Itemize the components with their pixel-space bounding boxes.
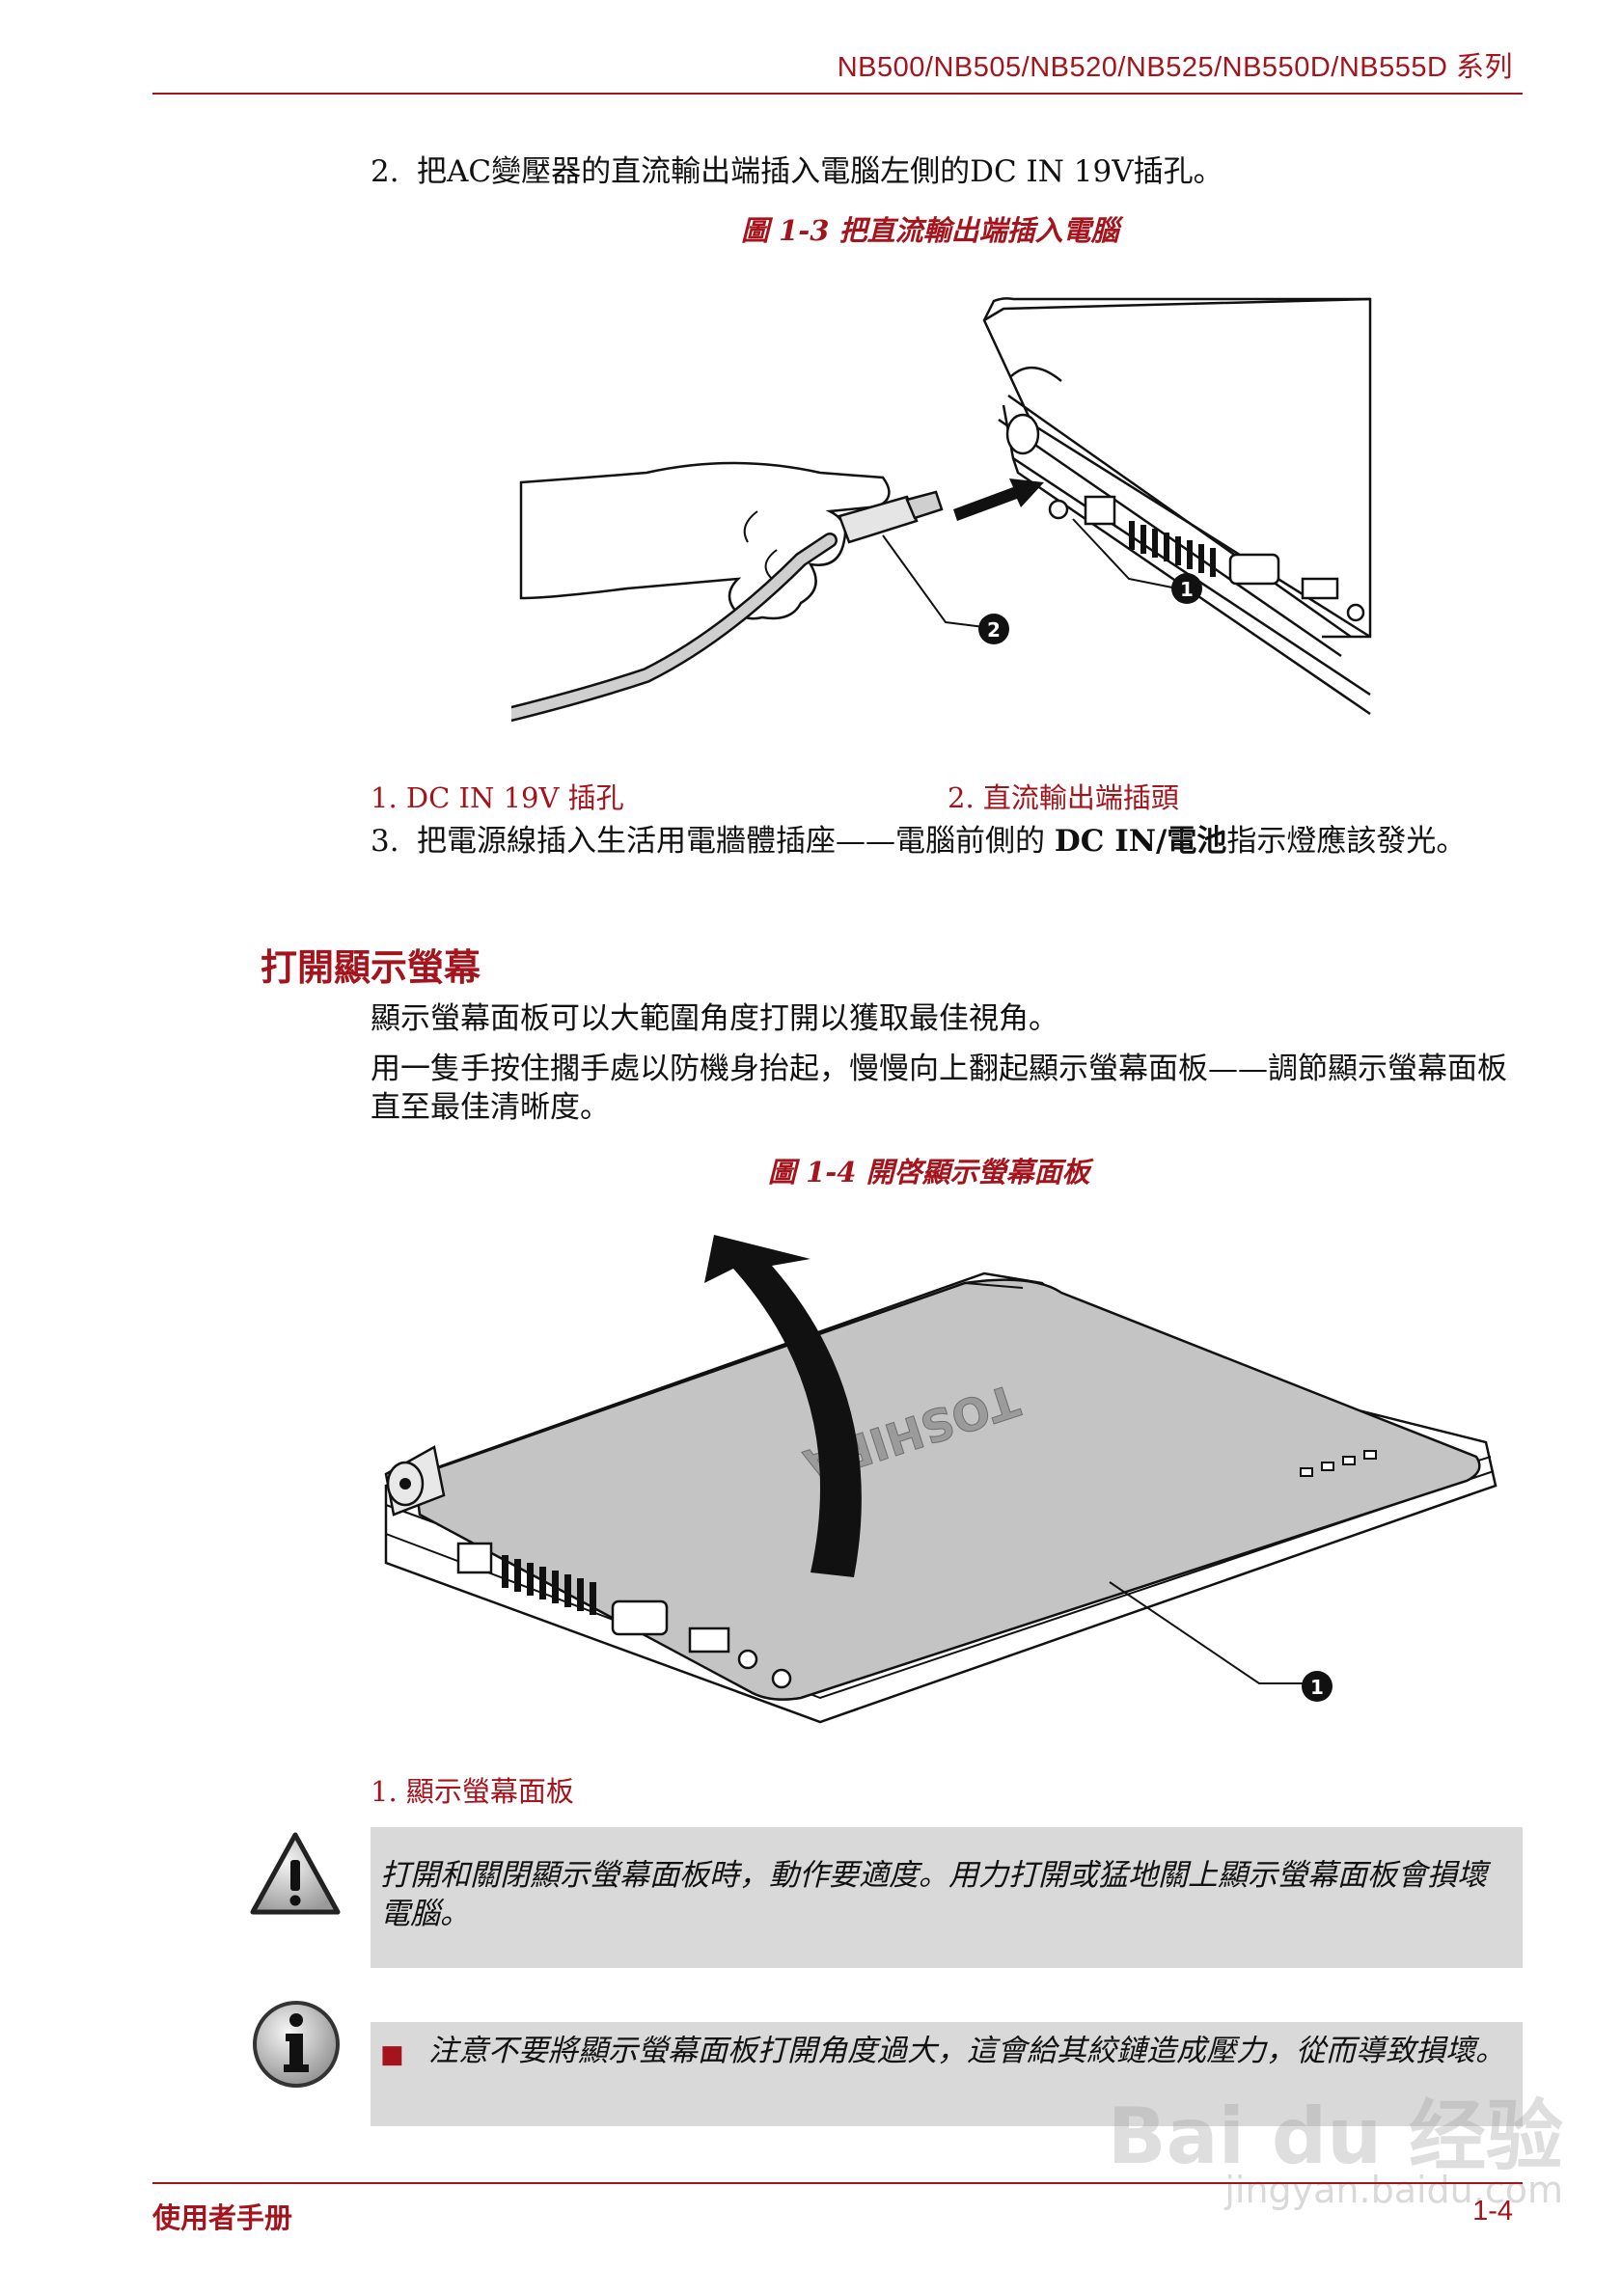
callout-1-label: 1 <box>1180 578 1194 601</box>
dc-plug-illustration <box>838 495 919 544</box>
vent-slots <box>502 1555 596 1615</box>
footer-rule <box>152 2182 1523 2184</box>
callout-1-badge <box>1171 573 1202 604</box>
warning-icon <box>247 1827 343 1924</box>
info-text: 注意不要將顯示螢幕面板打開角度過大，這會給其絞鏈造成壓力，從而導致損壞。 <box>428 2034 1505 2068</box>
lan-port-icon <box>456 1542 493 1574</box>
display-lid <box>413 1278 1481 1701</box>
bullet-icon: ■ <box>380 2040 404 2069</box>
open-arrow-icon <box>704 1235 862 1577</box>
watermark-logo: Bai du 经验 <box>1107 2091 1563 2181</box>
vent-slots <box>1129 521 1216 577</box>
callout-1-label: 1 <box>1310 1676 1324 1699</box>
info-icon <box>251 1999 342 2090</box>
vga-port-icon <box>1228 553 1280 586</box>
paragraph-2: 用一隻手按住擱手處以防機身抬起，慢慢向上翻起顯示螢幕面板——調節顯示螢幕面板直至… <box>371 1052 1507 1125</box>
legend-item-dc-in: 1. DC IN 19V 插孔 <box>371 781 624 814</box>
figure-caption: 圖 1-4 開啓顯示螢幕面板 <box>768 1156 1090 1189</box>
step-2: 2. 把AC變壓器的直流輸出端插入電腦左側的DC IN 19V插孔。 <box>371 152 1223 191</box>
step-3: 3. 把電源線插入生活用電牆體插座——電腦前側的 DC IN/電池指示燈應該發光。 <box>371 822 1509 861</box>
lan-port-icon <box>1084 495 1116 526</box>
callout-2-label: 2 <box>987 618 1001 642</box>
usb-port-icon <box>688 1626 730 1654</box>
status-lights <box>1300 1450 1377 1477</box>
mic-port-icon <box>737 1649 758 1670</box>
section-title: 打開顯示螢幕 <box>261 946 481 989</box>
figure-open-display-illustration: TOSHIBA 1 <box>384 1235 1497 1724</box>
dc-in-port-icon <box>1048 499 1069 520</box>
callout-2-badge <box>978 614 1009 644</box>
step-number: 2. <box>371 154 399 189</box>
step-number: 3. <box>371 824 399 859</box>
step-text-bold: DC IN/電池 <box>1054 824 1227 859</box>
hinge-shape <box>1005 413 1040 455</box>
watermark-url: jingyan.baidu.com <box>1224 2169 1563 2211</box>
headphone-port-icon <box>771 1668 792 1689</box>
info-note: ■ 注意不要將顯示螢幕面板打開角度過大，這會給其絞鏈造成壓力，從而導致損壞。 <box>371 2022 1523 2126</box>
power-cable <box>511 534 836 720</box>
vga-port-icon <box>611 1599 669 1636</box>
paragraph-1: 顯示螢幕面板可以大範圍角度打開以獲取最佳視角。 <box>371 1001 1058 1036</box>
insert-arrow-icon <box>953 478 1044 521</box>
caution-note: 打開和關閉顯示螢幕面板時，動作要適度。用力打開或猛地關上顯示螢幕面板會損壞電腦。 <box>371 1827 1523 1968</box>
step-text-a: 把電源線插入生活用電牆體插座——電腦前側的 <box>417 824 1055 859</box>
audio-port-icon <box>1346 603 1365 622</box>
usb-port-icon <box>1301 577 1339 600</box>
hand-illustration <box>519 461 891 620</box>
page-number: 1-4 <box>1472 2196 1513 2227</box>
running-header: NB500/NB505/NB520/NB525/NB550D/NB555D 系列 <box>837 52 1513 83</box>
figure-dc-in-illustration: 1 2 <box>511 297 1372 722</box>
header-rule <box>152 93 1523 95</box>
legend-item-dc-plug: 2. 直流輸出端插頭 <box>948 781 1179 814</box>
figure-caption: 圖 1-3 把直流輸出端插入電腦 <box>741 214 1119 247</box>
callout-1-badge <box>1302 1671 1333 1702</box>
step-text: 把AC變壓器的直流輸出端插入電腦左側的DC IN 19V插孔。 <box>417 154 1223 189</box>
step-text-b: 指示燈應該發光。 <box>1226 824 1467 859</box>
caution-text: 打開和關閉顯示螢幕面板時，動作要適度。用力打開或猛地關上顯示螢幕面板會損壞電腦。 <box>380 1858 1487 1931</box>
footer-title: 使用者手册 <box>152 2201 293 2234</box>
legend-item-display-panel: 1. 顯示螢幕面板 <box>371 1775 574 1808</box>
